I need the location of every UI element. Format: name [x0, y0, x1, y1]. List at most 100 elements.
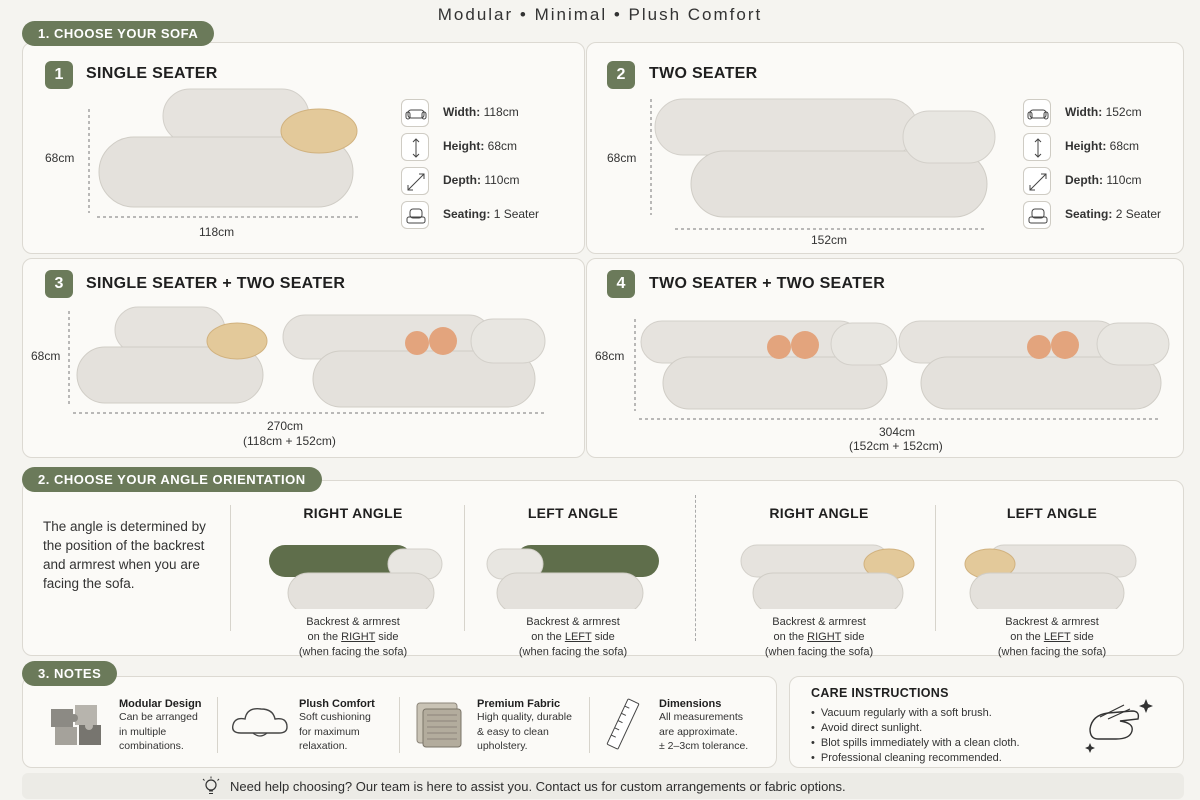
spec-key: Seating: [1065, 207, 1113, 221]
puzzle-icon [51, 705, 101, 745]
angle-option-right-olive[interactable]: RIGHT ANGLE Backrest & armrest on the RI… [243, 505, 463, 658]
sofa-icon [401, 99, 429, 127]
spec-seating: Seating: 1 Seater [401, 201, 571, 229]
width-label: 118cm [199, 225, 235, 239]
card-title: SINGLE SEATER + TWO SEATER [86, 275, 346, 292]
spec-value: 2 Seater [1115, 207, 1162, 221]
angle-option-left-olive[interactable]: LEFT ANGLE Backrest & armrest on the LEF… [463, 505, 683, 658]
note-plush: Plush Comfort Soft cushioning for maximu… [299, 698, 375, 752]
height-label: 68cm [595, 349, 625, 363]
angle-title: LEFT ANGLE [1006, 505, 1098, 521]
card-number: 4 [607, 270, 635, 298]
card-title: TWO SEATER + TWO SEATER [649, 275, 886, 292]
care-panel: CARE INSTRUCTIONS Vacuum regularly with … [789, 676, 1184, 768]
seat-icon [401, 201, 429, 229]
section-2-label: 2. CHOOSE YOUR ANGLE ORIENTATION [22, 467, 322, 492]
note-fabric: Premium Fabric High quality, durable & e… [477, 698, 572, 752]
height-label: 68cm [45, 151, 75, 165]
spec-key: Depth: [1065, 173, 1103, 187]
seat-icon [1023, 201, 1051, 229]
cleaning-hand-icon [1085, 699, 1153, 753]
card-number: 3 [45, 270, 73, 298]
height-arrow-icon [401, 133, 429, 161]
single-seater-illustration [88, 88, 359, 218]
divider [399, 697, 400, 753]
spec-key: Height: [443, 139, 485, 153]
care-list: Vacuum regularly with a soft brush. Avoi… [811, 706, 1183, 766]
angle-title: LEFT ANGLE [527, 505, 619, 521]
notes-panel: Modular Design Can be arranged in multip… [22, 676, 777, 768]
spec-height: Height: 68cm [401, 133, 571, 161]
spec-key: Width: [1065, 105, 1103, 119]
depth-arrow-icon [1023, 167, 1051, 195]
angle-intro: The angle is determined by the position … [43, 519, 206, 591]
spec-height: Height: 68cm [1023, 133, 1193, 161]
spec-value: 110cm [484, 173, 520, 187]
note-dimensions: Dimensions All measurements are approxim… [659, 698, 749, 752]
lightbulb-icon [202, 776, 220, 794]
card-two-plus-two[interactable]: 4 TWO SEATER + TWO SEATER 68cm 304cm (15… [586, 258, 1184, 458]
left-angle-cream-illustration [964, 544, 1137, 609]
care-item: Blot spills immediately with a clean clo… [811, 736, 1183, 751]
combo-1-2-illustration [68, 306, 546, 414]
care-item: Avoid direct sunlight. [811, 721, 1183, 736]
height-label: 68cm [31, 349, 61, 363]
angle-panel: The angle is determined by the position … [22, 480, 1184, 658]
angle-title: RIGHT ANGLE [769, 505, 869, 521]
spec-value: 110cm [1106, 173, 1142, 187]
angle-option-right-cream[interactable]: RIGHT ANGLE Backrest & armrest on the RI… [709, 505, 929, 658]
section-1-label: 1. CHOOSE YOUR SOFA [22, 21, 215, 46]
help-footer[interactable]: Need help choosing? Our team is here to … [22, 773, 1184, 799]
two-seater-illustration [650, 98, 996, 230]
spec-width: Width: 118cm [401, 99, 571, 127]
spec-value: 152cm [1105, 105, 1142, 119]
spec-value: 68cm [487, 139, 518, 153]
spec-seating: Seating: 2 Seater [1023, 201, 1193, 229]
spec-key: Height: [1065, 139, 1107, 153]
card-single-plus-two[interactable]: 3 SINGLE SEATER + TWO SEATER 68cm 270cm … [22, 258, 585, 458]
width-sub-label: (118cm + 152cm) [243, 434, 336, 448]
angle-title: RIGHT ANGLE [303, 505, 403, 521]
depth-arrow-icon [401, 167, 429, 195]
spec-value: 1 Seater [493, 207, 540, 221]
card-single-seater[interactable]: 1 SINGLE SEATER 68cm 118cm Width: 118cm … [22, 42, 585, 254]
sofa-icon [1023, 99, 1051, 127]
width-sub-label: (152cm + 152cm) [849, 439, 943, 453]
divider [589, 697, 590, 753]
height-label: 68cm [607, 151, 637, 165]
divider [217, 697, 218, 753]
card-title: TWO SEATER [649, 65, 758, 82]
ruler-icon [606, 698, 640, 750]
width-label: 152cm [811, 233, 848, 247]
care-item: Professional cleaning recommended. [811, 751, 1183, 766]
spec-depth: Depth: 110cm [1023, 167, 1193, 195]
help-text: Need help choosing? Our team is here to … [230, 779, 846, 794]
divider [935, 505, 936, 631]
height-arrow-icon [1023, 133, 1051, 161]
group-divider [695, 495, 696, 641]
card-number: 1 [45, 61, 73, 89]
fabric-icon [416, 702, 462, 748]
card-title: SINGLE SEATER [86, 65, 218, 82]
spec-key: Width: [443, 105, 481, 119]
card-two-seater[interactable]: 2 TWO SEATER 68cm 152cm Width: 152cm Hei… [586, 42, 1184, 254]
divider [230, 505, 231, 631]
right-angle-cream-illustration [740, 544, 915, 609]
card-number: 2 [607, 61, 635, 89]
left-angle-olive-illustration [486, 545, 659, 609]
care-title: CARE INSTRUCTIONS [811, 686, 949, 700]
note-modular: Modular Design Can be arranged in multip… [119, 698, 202, 752]
angle-description: Backrest & armrest on the LEFT side (whe… [997, 616, 1107, 658]
spec-depth: Depth: 110cm [401, 167, 571, 195]
width-label: 270cm [267, 419, 304, 433]
spec-width: Width: 152cm [1023, 99, 1193, 127]
width-label: 304cm [879, 425, 916, 439]
angle-description: Backrest & armrest on the RIGHT side (wh… [298, 616, 408, 658]
cloud-icon [231, 708, 288, 737]
spec-value: 68cm [1109, 139, 1140, 153]
angle-description: Backrest & armrest on the RIGHT side (wh… [764, 616, 874, 658]
tagline: Modular • Minimal • Plush Comfort [437, 5, 763, 24]
spec-value: 118cm [483, 105, 519, 119]
section-3-label: 3. NOTES [22, 661, 118, 686]
angle-option-left-cream[interactable]: LEFT ANGLE Backrest & armrest on the LEF… [942, 505, 1162, 658]
